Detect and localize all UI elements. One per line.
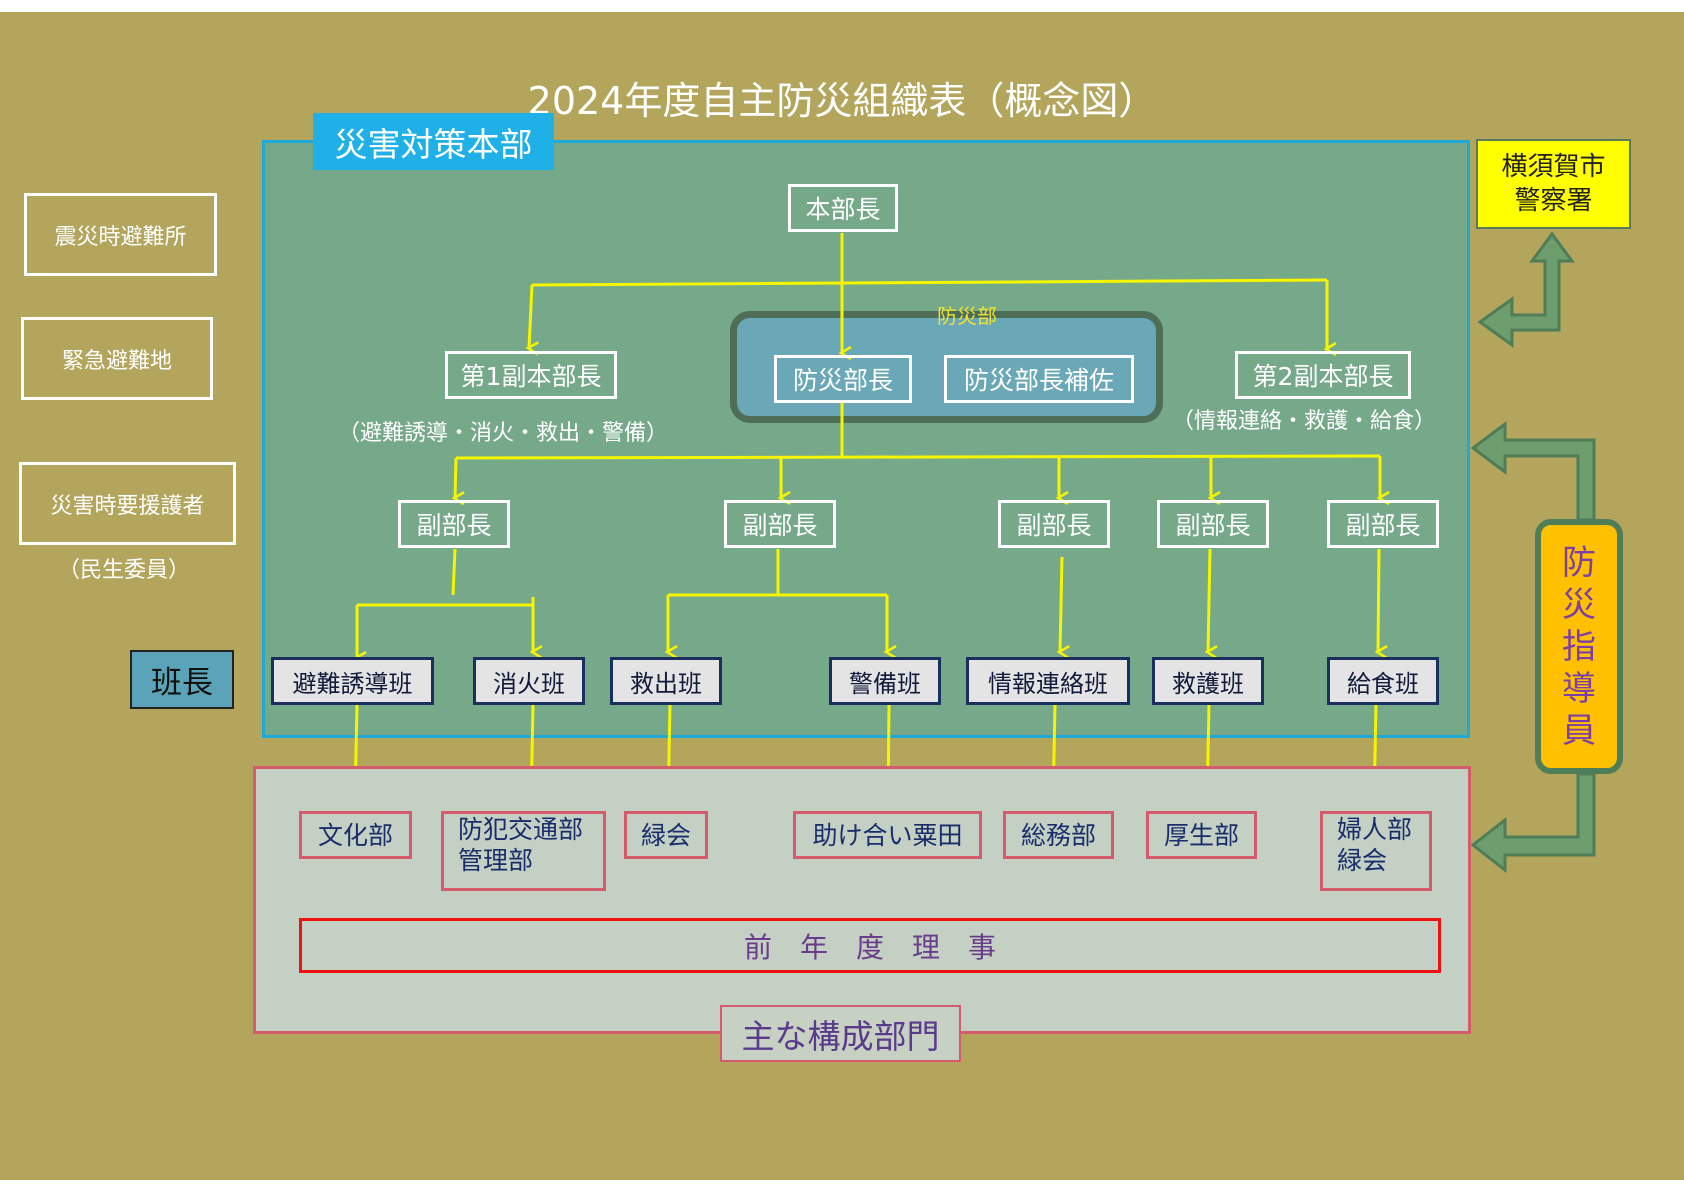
group-label: 主な構成部門	[720, 1005, 961, 1062]
line-to-team-7	[1378, 548, 1379, 652]
deputy-box-5: 副部長	[1327, 500, 1439, 548]
evac-area-box: 緊急避難地	[21, 317, 213, 400]
dept-fujin-line-2: 緑会	[1337, 846, 1388, 875]
instructor-char: 員	[1562, 710, 1596, 751]
bousai-dept-label: 防災部	[937, 304, 997, 328]
police-box: 横須賀市 警察署	[1476, 139, 1631, 229]
hq-label: 災害対策本部	[313, 113, 554, 170]
dept-bohan-line-1: 防犯交通部	[458, 815, 584, 844]
team-box-1: 避難誘導班	[271, 657, 434, 705]
support-note: （民生委員）	[58, 558, 191, 583]
bousai-assistant-box: 防災部長補佐	[944, 355, 1134, 403]
deputy-box-1: 副部長	[398, 500, 510, 548]
line-deputy-branch	[455, 454, 1381, 460]
line-chief-branch	[531, 278, 1328, 287]
departments-area	[253, 766, 1471, 1034]
team-box-7: 給食班	[1327, 657, 1439, 705]
line-to-team-5	[1060, 556, 1062, 652]
dept-bohan: 防犯交通部 管理部	[441, 811, 606, 891]
vice-chief-1-duties: （避難誘導・消火・救出・警備）	[338, 421, 669, 446]
instructor-char: 導	[1562, 668, 1596, 709]
dept-fujin: 婦人部 緑会	[1320, 811, 1432, 891]
dept-somu: 総務部	[1003, 811, 1114, 859]
police-line-1: 横須賀市	[1501, 152, 1606, 182]
chart-title: 2024年度自主防災組織表（概念図）	[527, 79, 1157, 123]
team-box-5: 情報連絡班	[966, 657, 1130, 705]
previous-board-bar: 前 年 度 理 事	[299, 918, 1441, 973]
team-leader-box: 班長	[130, 650, 234, 709]
shelter-box: 震災時避難所	[24, 193, 217, 276]
dept-bunka: 文化部	[299, 811, 412, 859]
police-line-2: 警察署	[1514, 186, 1593, 216]
arrow-to-police	[1477, 231, 1575, 348]
team-box-6: 救護班	[1152, 657, 1264, 705]
line-to-team-6	[1208, 548, 1210, 652]
vice-chief-1-box: 第1副本部長	[445, 351, 617, 399]
arrow-to-hq	[1470, 421, 1596, 522]
team-box-2: 消火班	[473, 657, 585, 705]
instructor-char: 災	[1562, 584, 1596, 625]
support-box: 災害時要援護者	[19, 462, 236, 545]
team-box-4: 警備班	[829, 657, 941, 705]
bousai-head-box: 防災部長	[774, 355, 912, 403]
dept-bohan-line-2: 管理部	[458, 846, 534, 875]
dept-fujin-line-1: 婦人部	[1337, 815, 1413, 844]
line-to-vice1	[529, 284, 532, 348]
chief-box: 本部長	[788, 184, 898, 232]
hq-area	[262, 140, 1470, 738]
line-to-deputy-1	[455, 457, 456, 498]
instructor-box: 防 災 指 導 員	[1535, 519, 1623, 774]
arrow-to-depts	[1470, 772, 1596, 874]
line-dep1-down	[451, 548, 457, 596]
vice-chief-2-box: 第2副本部長	[1235, 351, 1411, 399]
vice-chief-2-duties: （情報連絡・救護・給食）	[1172, 409, 1437, 434]
deputy-box-4: 副部長	[1157, 500, 1269, 548]
dept-tasukeai: 助け合い粟田	[793, 811, 982, 859]
instructor-char: 指	[1562, 626, 1596, 667]
dept-midori: 緑会	[624, 811, 708, 859]
instructor-char: 防	[1562, 542, 1596, 583]
dept-kosei: 厚生部	[1146, 811, 1257, 859]
team-box-3: 救出班	[610, 657, 722, 705]
deputy-box-3: 副部長	[998, 500, 1110, 548]
deputy-box-2: 副部長	[724, 500, 836, 548]
